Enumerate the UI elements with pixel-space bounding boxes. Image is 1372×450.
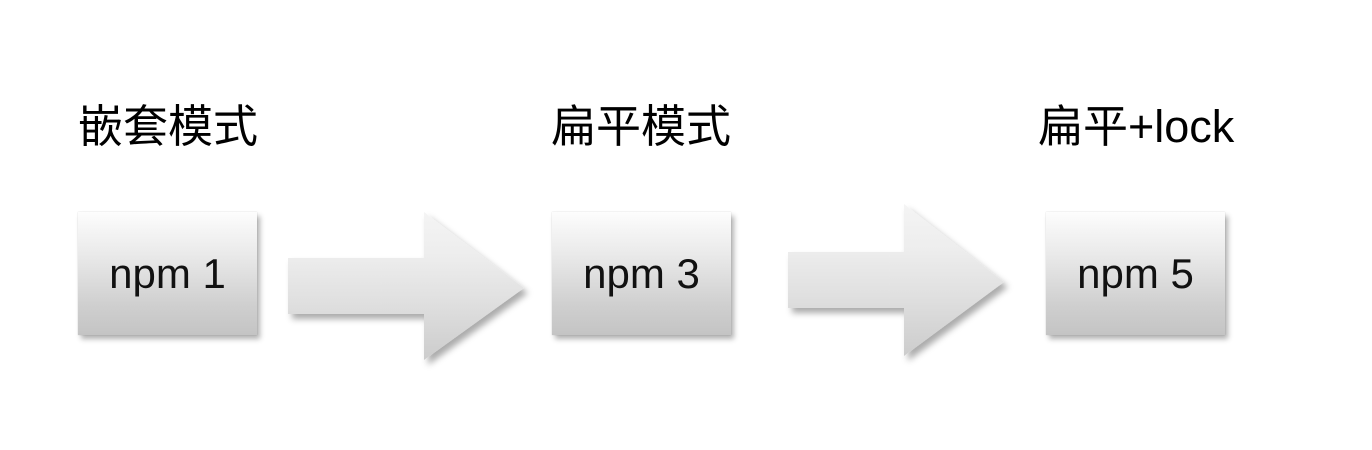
right-arrow-icon-1 xyxy=(282,204,532,369)
node-box-label: npm 3 xyxy=(583,249,700,297)
stage-title-3: 扁平+lock xyxy=(1038,101,1235,152)
node-box-npm-3[interactable]: npm 3 xyxy=(552,212,731,335)
stage-title-1: 嵌套模式 xyxy=(78,101,259,152)
node-box-label: npm 5 xyxy=(1077,249,1194,297)
right-arrow-icon-2 xyxy=(782,194,1012,359)
node-box-label: npm 1 xyxy=(109,249,226,297)
node-box-npm-1[interactable]: npm 1 xyxy=(78,212,257,335)
node-box-npm-5[interactable]: npm 5 xyxy=(1046,212,1225,335)
stage-title-2: 扁平模式 xyxy=(551,101,732,152)
